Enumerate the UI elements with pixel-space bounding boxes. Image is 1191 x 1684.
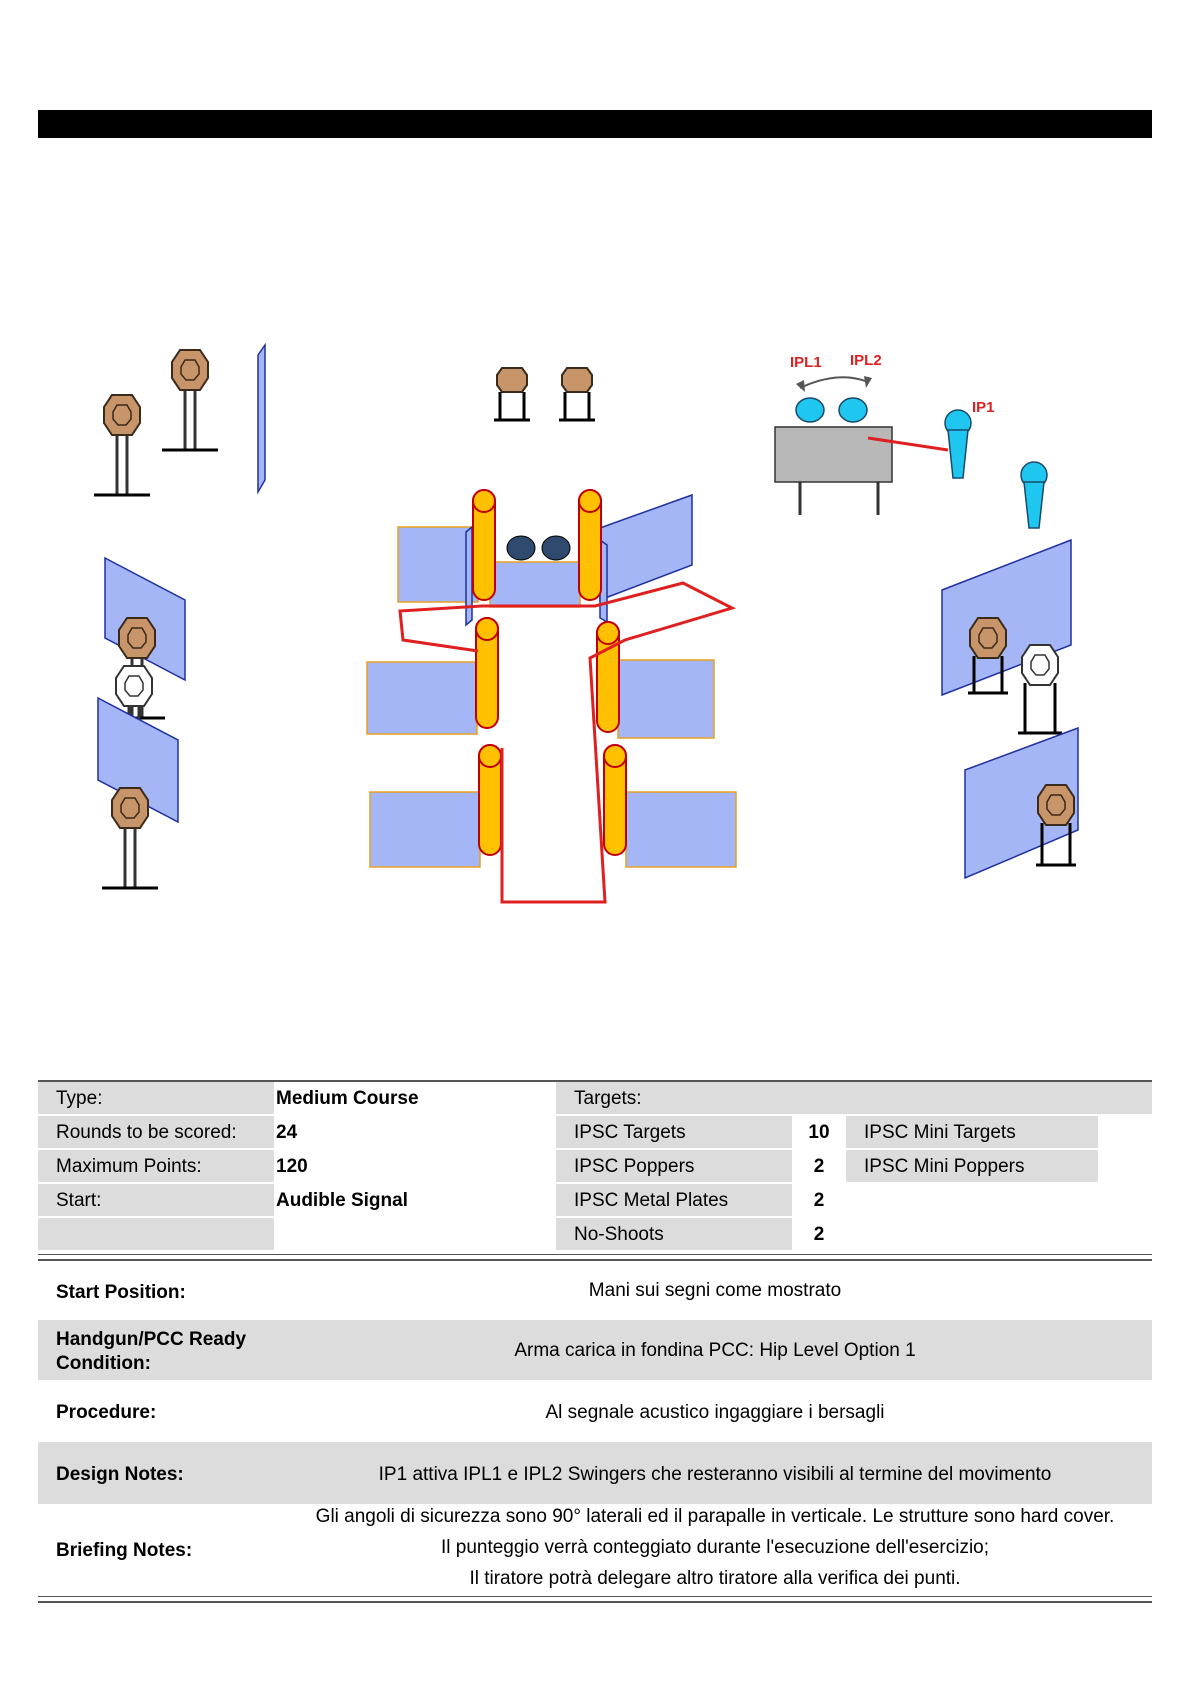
label-ipl2: IPL2 [850,352,882,369]
target-left-2 [160,349,220,452]
no-shoot-left [104,665,164,768]
design-notes-value: IP1 attiva IPL1 e IPL2 Swingers che rest… [378,1464,1052,1485]
targets-header: Targets: [556,1082,1152,1116]
start-label: Start: [38,1184,274,1218]
ipsc-metal-plates-label: IPSC Metal Plates [556,1184,792,1218]
fault-line [398,581,737,904]
stage-diagram: IPL1 IPL2 IP1 [92,342,1079,904]
wall-center-9 [625,791,737,868]
row-start: Start: Audible Signal IPSC Metal Plates … [38,1184,1152,1218]
design-notes-label: Design Notes: [56,1464,184,1485]
design-notes-row: Design Notes: IP1 attiva IPL1 e IPL2 Swi… [38,1442,1152,1504]
wall-center-1 [397,526,479,603]
start-position-value: Mani sui segni come mostrato [588,1280,842,1301]
wall-center-8 [369,791,481,868]
wall-center-4 [465,525,473,627]
wall-right-lower [964,726,1079,880]
label-ip1: IP1 [972,399,995,416]
wall-center-6 [366,661,478,735]
type-label: Type: [38,1082,274,1116]
procedure-row: Procedure: Al segnale acustico ingaggiar… [38,1380,1152,1442]
target-left-1 [92,394,152,497]
row-max-points: Maximum Points: 120 IPSC Poppers 2 IPSC … [38,1150,1152,1184]
max-points-label: Maximum Points: [38,1150,274,1184]
row-rounds: Rounds to be scored: 24 IPSC Targets 10 … [38,1116,1152,1150]
ipsc-metal-plates-count: 2 [813,1190,825,1211]
start-position-row: Start Position: Mani sui segni come most… [38,1262,1152,1320]
activator-cable [867,436,949,452]
barrel-6 [603,744,627,856]
max-points-value: 120 [276,1156,308,1177]
empty-label-cell [38,1218,274,1252]
no-shoots-label: No-Shoots [556,1218,792,1252]
briefing-notes-line-3: Il tiratore potrà delegare altro tirator… [469,1568,961,1589]
target-center-2 [559,367,595,422]
rounds-label: Rounds to be scored: [38,1116,274,1150]
briefing-notes-row: Briefing Notes: Gli angoli di sicurezza … [38,1504,1152,1596]
swinger-box [774,426,893,483]
ipsc-poppers-count: 2 [813,1156,825,1177]
metal-plate-1 [506,535,536,561]
procedure-label: Procedure: [56,1402,157,1423]
stage-info-table: Type: Medium Course Targets: Rounds to b… [38,1080,1152,1261]
ipsc-targets-label: IPSC Targets [556,1116,792,1150]
row-no-shoots: No-Shoots 2 [38,1218,1152,1252]
ipsc-mini-targets-label: IPSC Mini Targets [846,1116,1098,1150]
ready-condition-row: Handgun/PCC Ready Condition: Arma carica… [38,1320,1152,1380]
swinger-ipl1 [795,397,825,423]
ipsc-mini-poppers-label: IPSC Mini Poppers [846,1150,1098,1184]
barrel-1 [472,489,496,601]
type-value: Medium Course [276,1088,419,1109]
target-center-1 [494,367,530,422]
popper-ip1 [944,409,972,479]
start-value: Audible Signal [276,1190,408,1211]
swing-arrow [799,376,869,389]
wall-left-lower [97,696,179,824]
briefing-notes-line-2: Il punteggio verrà conteggiato durante l… [440,1537,990,1558]
label-ipl1: IPL1 [790,354,822,371]
swing-arrow-right-head [864,376,872,388]
popper-right [1020,461,1048,529]
ipsc-targets-count: 10 [808,1122,830,1143]
ipsc-poppers-label: IPSC Poppers [556,1150,792,1184]
procedure-value: Al segnale acustico ingaggiare i bersagl… [545,1402,885,1423]
row-type: Type: Medium Course Targets: [38,1082,1152,1116]
swinger-ipl2 [838,397,868,423]
target-right-2 [1036,784,1076,867]
wall-center-7 [617,659,715,739]
barrel-4 [596,621,620,733]
ready-condition-label: Handgun/PCC Ready Condition: [56,1329,247,1374]
wall-center-2 [489,561,581,608]
barrel-3 [475,617,499,729]
briefing-notes-line-1: Gli angoli di sicurezza sono 90° lateral… [315,1506,1115,1527]
barrel-2 [578,489,602,601]
no-shoots-count: 2 [813,1224,825,1245]
start-position-label: Start Position: [56,1282,186,1303]
header-bar [38,110,1152,138]
metal-plate-2 [541,535,571,561]
barrel-5 [478,744,502,856]
rounds-value: 24 [276,1122,298,1143]
target-right-1 [968,617,1008,695]
swing-arrow-left-head [796,380,805,392]
briefing-notes-label: Briefing Notes: [56,1540,193,1561]
ready-condition-value: Arma carica in fondina PCC: Hip Level Op… [514,1340,916,1361]
wall-left-top [257,342,266,495]
no-shoot-right [1018,644,1062,735]
